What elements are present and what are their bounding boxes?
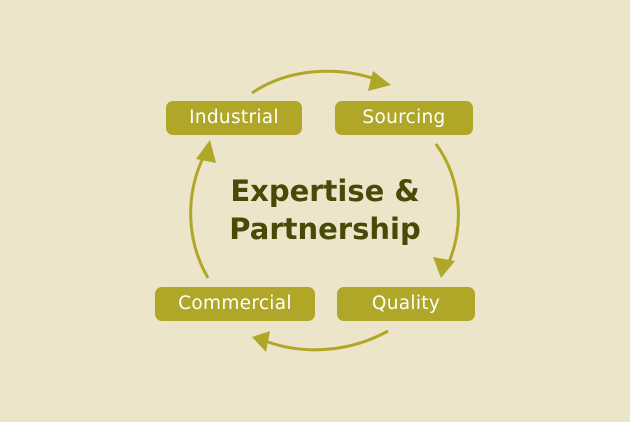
center-title-line1: Expertise &: [230, 174, 420, 208]
arrowhead-commercial: [252, 331, 270, 352]
arrowhead-quality: [433, 257, 455, 278]
arrowhead-sourcing: [368, 71, 391, 91]
arrow-sourcing-to-quality: [434, 143, 460, 263]
arrow-industrial-to-sourcing: [251, 69, 376, 95]
arrow-quality-to-commercial: [267, 329, 389, 352]
arrowhead-industrial: [196, 140, 216, 163]
arrow-commercial-to-industrial: [189, 159, 210, 279]
node-sourcing: Sourcing: [335, 101, 473, 135]
center-title: Expertise & Partnership: [200, 172, 450, 248]
node-quality: Quality: [337, 287, 475, 321]
node-commercial: Commercial: [155, 287, 315, 321]
center-title-line2: Partnership: [229, 212, 421, 246]
node-industrial: Industrial: [166, 101, 302, 135]
